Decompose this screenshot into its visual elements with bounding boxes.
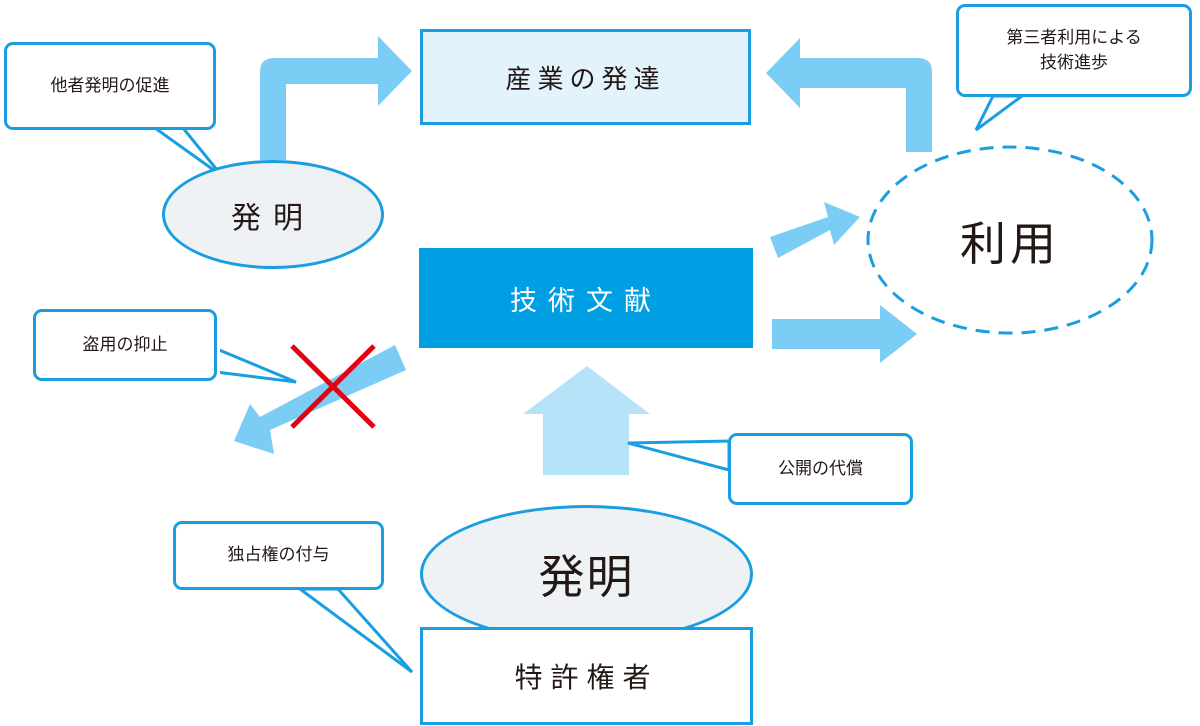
patent-holder-box: 特許権者: [420, 627, 753, 725]
tech-literature-label: 技術文献: [510, 285, 662, 317]
industry-label: 産業の発達: [505, 64, 666, 95]
arrow-literature-to-usage-upper: [770, 202, 860, 258]
callout-tail-third-party: [974, 94, 1027, 132]
callout-promote-others: 他者発明の促進: [4, 42, 216, 130]
arrow-disclosure-up: [523, 366, 650, 475]
callout-third-party-line2: 技術進歩: [1040, 52, 1108, 73]
callout-third-party: 第三者利用による 技術進歩: [956, 4, 1192, 97]
callout-third-party-line1: 第三者利用による: [1006, 27, 1142, 48]
invention-main-ellipse: 発明: [420, 505, 753, 643]
callout-exclusive-right-text: 独占権の付与: [227, 545, 330, 566]
callout-tail-disclosure: [627, 439, 731, 472]
callout-tail-exclusive: [295, 587, 414, 674]
callout-disclosure-text: 公開の代償: [778, 458, 863, 479]
arrow-literature-to-usage-lower: [772, 305, 917, 363]
patent-holder-label: 特許権者: [514, 661, 659, 694]
invention-top-ellipse: 発明: [162, 160, 384, 269]
usage-circle: [866, 145, 1154, 335]
invention-top-label: 発明: [231, 200, 315, 236]
arrow-invention-to-industry: [260, 36, 412, 160]
tech-literature-box: 技術文献: [419, 248, 753, 348]
invention-main-label: 発明: [538, 550, 635, 604]
callout-deter-theft-text: 盗用の抑止: [82, 334, 168, 355]
callout-exclusive-right: 独占権の付与: [173, 521, 384, 590]
callout-promote-others-text: 他者発明の促進: [50, 75, 170, 96]
usage-label: 利用: [960, 217, 1060, 271]
callout-disclosure: 公開の代償: [728, 433, 913, 505]
cross-mark-icon: [290, 344, 376, 429]
industry-box: 産業の発達: [420, 29, 751, 125]
arrow-usage-to-industry: [766, 38, 932, 152]
callout-deter-theft: 盗用の抑止: [33, 309, 217, 381]
